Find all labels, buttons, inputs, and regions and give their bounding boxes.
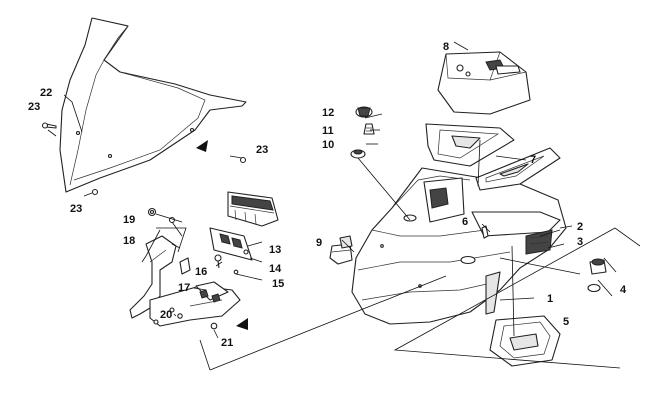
emblem-panel-5	[489, 315, 561, 367]
callout-5: 5	[563, 316, 569, 328]
callout-23-right: 23	[256, 144, 268, 156]
callout-2: 2	[577, 221, 583, 233]
screw-23-right	[239, 156, 247, 164]
spring-11	[363, 123, 375, 135]
gauge-cluster	[227, 191, 279, 227]
callout-labels: 22 23 23 23 19 18 13 14 15 16 17 20 21 1…	[28, 41, 627, 349]
sensor-9	[329, 235, 353, 265]
windshield	[59, 17, 247, 193]
washer-15	[233, 269, 239, 275]
callout-20: 20	[160, 309, 172, 321]
callout-21: 21	[221, 337, 233, 349]
screw-23-bottom	[91, 188, 99, 196]
callout-10: 10	[322, 139, 334, 151]
leader-lines	[47, 41, 617, 371]
bolt-16	[214, 254, 222, 269]
screw-21	[210, 322, 218, 330]
direction-arrow-1	[196, 140, 208, 152]
gauge-bracket	[209, 227, 253, 261]
callout-6: 6	[462, 216, 468, 228]
callout-14: 14	[269, 263, 282, 275]
storage-cover	[437, 51, 531, 115]
callout-11: 11	[322, 125, 334, 137]
nut-19	[147, 207, 157, 217]
callout-16: 16	[195, 266, 207, 278]
plug-4	[587, 258, 607, 293]
callout-18: 18	[123, 235, 135, 247]
callout-7: 7	[530, 154, 536, 166]
wind-deflector-lower	[475, 147, 561, 191]
screw-20	[177, 313, 183, 319]
callout-12: 12	[322, 107, 334, 119]
grommet-10	[350, 149, 366, 159]
direction-arrow-2	[236, 318, 248, 330]
callout-22: 22	[40, 87, 52, 99]
callout-17: 17	[178, 282, 190, 294]
callout-8: 8	[443, 41, 449, 53]
callout-23-bottom: 23	[70, 203, 82, 215]
mounting-bracket	[129, 235, 241, 327]
callout-15: 15	[272, 278, 284, 290]
callout-9: 9	[316, 237, 322, 249]
callout-13: 13	[269, 244, 281, 256]
callout-3: 3	[577, 236, 583, 248]
callout-19: 19	[123, 214, 135, 226]
cap-12	[355, 106, 373, 118]
callout-23-left: 23	[28, 101, 40, 113]
inset-frame	[393, 227, 641, 369]
screw-23-left	[41, 122, 57, 129]
hood	[351, 167, 567, 325]
wind-deflector-upper	[425, 123, 515, 167]
callout-1: 1	[547, 293, 553, 305]
callout-4: 4	[620, 284, 627, 296]
